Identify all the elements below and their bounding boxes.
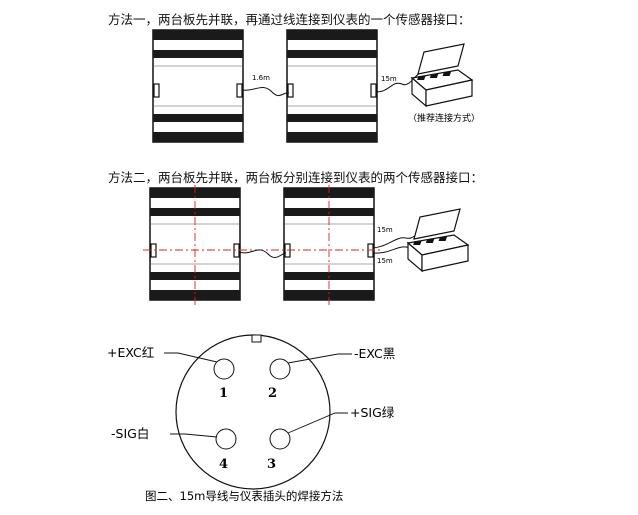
method2-scale-left	[149, 187, 241, 301]
connector-key	[251, 334, 262, 343]
method2-centerlines	[143, 185, 383, 305]
pin-1-number: 1	[219, 386, 228, 401]
method1-note: （推荐连接方式）	[408, 112, 480, 124]
method1-cable-long-label: 15m	[381, 75, 397, 83]
pin-1-signal: +EXC红	[107, 345, 154, 360]
method2-cable-link	[238, 249, 287, 258]
method2-instrument-box	[407, 208, 469, 272]
method2-scale-right	[283, 187, 375, 301]
pin-4-number: 4	[219, 457, 228, 472]
method2-cable-a-label: 15m	[377, 226, 393, 234]
method1-cable-short-label: 1.6m	[252, 74, 270, 82]
pin-4	[215, 428, 237, 450]
pin-1	[213, 358, 235, 380]
method1-cable-long	[375, 69, 426, 93]
method1-title: 方法一，两台板先并联，再通过线连接到仪表的一个传感器接口：	[108, 12, 471, 27]
pin-3-number: 3	[267, 457, 276, 472]
pin-2-number: 2	[268, 386, 277, 401]
method1-cable-short	[241, 87, 290, 97]
pin-3	[269, 428, 291, 450]
method2-title: 方法二，两台板先并联，两台板分别连接到仪表的两个传感器接口：	[108, 170, 484, 185]
method1-scale-right	[286, 29, 378, 143]
pin-4-signal: -SIG白	[111, 426, 149, 441]
method1-instrument-box	[411, 43, 473, 107]
pin-3-signal: +SIG绿	[350, 405, 395, 420]
connector-caption: 图二、15m导线与仪表插头的焊接方法	[145, 489, 343, 503]
method1-scale-left	[152, 29, 244, 143]
pin-leaders	[164, 352, 352, 438]
pin-2	[269, 358, 291, 380]
method2-cable-b-label: 15m	[377, 257, 393, 265]
pin-2-signal: -EXC黑	[354, 346, 395, 361]
